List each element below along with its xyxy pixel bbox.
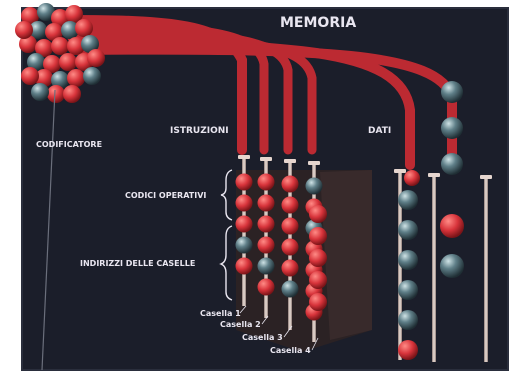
data-pipe-cap bbox=[394, 169, 406, 173]
label-codici-operativi: CODICI OPERATIVI bbox=[125, 191, 206, 200]
instruction-ball bbox=[258, 279, 275, 296]
cluster-ball bbox=[63, 85, 81, 103]
instruction-ball bbox=[282, 260, 299, 277]
data-ball bbox=[440, 214, 464, 238]
label-casella-1: Casella 1 bbox=[200, 309, 241, 318]
instruction-ball bbox=[306, 178, 323, 195]
instruction-ball bbox=[309, 271, 327, 289]
label-casella-2: Casella 2 bbox=[220, 320, 261, 329]
instruction-ball bbox=[236, 237, 253, 254]
data-pipe-cap bbox=[480, 175, 492, 179]
data-ball bbox=[440, 254, 464, 278]
cluster-ball bbox=[59, 53, 77, 71]
instruction-ball bbox=[236, 258, 253, 275]
data-ball bbox=[398, 220, 418, 240]
label-indirizzi: INDIRIZZI DELLE CASELLE bbox=[80, 259, 195, 268]
instruction-ball bbox=[236, 174, 253, 191]
instruction-ball bbox=[258, 174, 275, 191]
data-pipe-cap bbox=[428, 173, 440, 177]
cluster-ball bbox=[47, 85, 65, 103]
label-istruzioni: ISTRUZIONI bbox=[170, 126, 229, 136]
instruction-ball bbox=[309, 249, 327, 267]
instruction-ball bbox=[282, 218, 299, 235]
label-dati: DATI bbox=[368, 126, 391, 136]
tube-ball bbox=[441, 81, 463, 103]
instruction-pipe-cap bbox=[260, 157, 272, 161]
tube-ball bbox=[441, 117, 463, 139]
instruction-ball bbox=[258, 195, 275, 212]
instruction-pipe-cap bbox=[284, 159, 296, 163]
instruction-ball bbox=[309, 205, 327, 223]
instruction-ball bbox=[258, 237, 275, 254]
instruction-ball bbox=[282, 281, 299, 298]
cluster-ball bbox=[21, 67, 39, 85]
cluster-ball bbox=[15, 21, 33, 39]
data-ball bbox=[398, 340, 418, 360]
cluster-ball bbox=[87, 49, 105, 67]
data-ball bbox=[398, 250, 418, 270]
data-ball bbox=[398, 190, 418, 210]
label-casella-3: Casella 3 bbox=[242, 333, 283, 342]
instruction-ball bbox=[236, 195, 253, 212]
instruction-ball bbox=[282, 197, 299, 214]
data-ball bbox=[398, 280, 418, 300]
data-ball bbox=[398, 310, 418, 330]
instruction-ball bbox=[282, 176, 299, 193]
instruction-pipe-cap bbox=[238, 155, 250, 159]
tube-ball bbox=[441, 153, 463, 175]
instruction-ball bbox=[309, 227, 327, 245]
cluster-ball bbox=[67, 69, 85, 87]
cluster-ball bbox=[75, 19, 93, 37]
cluster-ball bbox=[51, 37, 69, 55]
label-casella-4: Casella 4 bbox=[270, 346, 311, 355]
cluster-ball bbox=[31, 83, 49, 101]
instruction-ball bbox=[309, 293, 327, 311]
instruction-ball bbox=[258, 216, 275, 233]
tube-ball bbox=[404, 170, 420, 186]
instruction-ball bbox=[258, 258, 275, 275]
cluster-ball bbox=[83, 67, 101, 85]
label-memoria: MEMORIA bbox=[280, 15, 356, 31]
instruction-pipe-cap bbox=[308, 161, 320, 165]
instruction-ball bbox=[236, 216, 253, 233]
instruction-ball bbox=[282, 239, 299, 256]
data-pipe bbox=[432, 176, 436, 362]
data-pipe bbox=[484, 178, 488, 362]
label-codificatore: CODIFICATORE bbox=[36, 140, 102, 149]
